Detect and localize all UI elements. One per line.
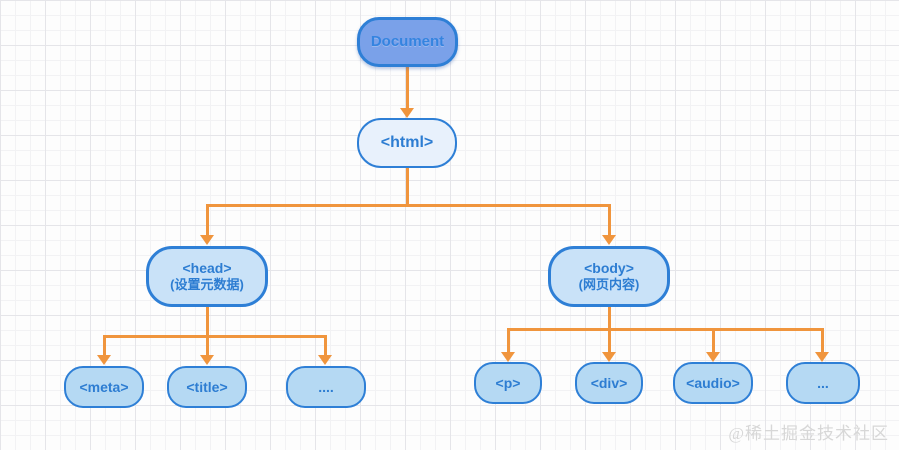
node-label: <html>: [380, 134, 434, 152]
diagram-node-document: Document: [357, 17, 458, 67]
watermark: @稀土掘金技术社区: [728, 424, 889, 443]
arrowhead-audio: [706, 352, 720, 362]
arrowhead-body: [602, 235, 616, 245]
edge-head-branchbar: [103, 335, 327, 338]
diagram-node-body-more: ...: [786, 362, 860, 404]
edge-to-head-more: [324, 335, 327, 355]
edge-to-audio: [712, 328, 715, 352]
arrowhead-head: [200, 235, 214, 245]
node-label: <audio>: [686, 374, 740, 391]
node-label: ....: [318, 378, 334, 395]
edge-html-branchbar: [206, 204, 611, 207]
edge-body-branchbar: [507, 328, 824, 331]
arrowhead-html: [400, 108, 414, 118]
arrowhead-p: [501, 352, 515, 362]
arrowhead-head-more: [318, 355, 332, 365]
arrowhead-meta: [97, 355, 111, 365]
node-label: <div>: [590, 374, 628, 391]
diagram-node-meta: <meta>: [64, 366, 144, 408]
edge-head-stem: [206, 307, 209, 355]
node-label: <meta>: [79, 378, 129, 395]
edge-to-p: [507, 328, 510, 352]
diagram-node-p: <p>: [474, 362, 542, 404]
diagram-node-head: <head> (设置元数据): [146, 246, 268, 307]
diagram-node-div: <div>: [575, 362, 643, 404]
node-label: Document: [370, 33, 445, 50]
node-label: <head>: [182, 260, 232, 277]
node-label: <body>: [584, 260, 634, 277]
edge-to-body: [608, 204, 611, 235]
node-sublabel: (设置元数据): [170, 277, 244, 293]
edge-document-html: [406, 67, 409, 108]
arrowhead-div: [602, 352, 616, 362]
node-label: ...: [817, 374, 829, 391]
diagram-node-title: <title>: [167, 366, 247, 408]
edge-to-body-more: [821, 328, 824, 352]
arrowhead-title: [200, 355, 214, 365]
diagram-node-body: <body> (网页内容): [548, 246, 670, 307]
diagram-node-audio: <audio>: [673, 362, 753, 404]
node-sublabel: (网页内容): [578, 277, 640, 293]
edge-html-stem: [406, 168, 409, 207]
edge-to-meta: [103, 335, 106, 355]
edge-to-head: [206, 204, 209, 235]
node-label: <p>: [495, 374, 521, 391]
node-label: <title>: [186, 378, 228, 395]
arrowhead-body-more: [815, 352, 829, 362]
diagram-node-html: <html>: [357, 118, 457, 168]
diagram-node-head-more: ....: [286, 366, 366, 408]
